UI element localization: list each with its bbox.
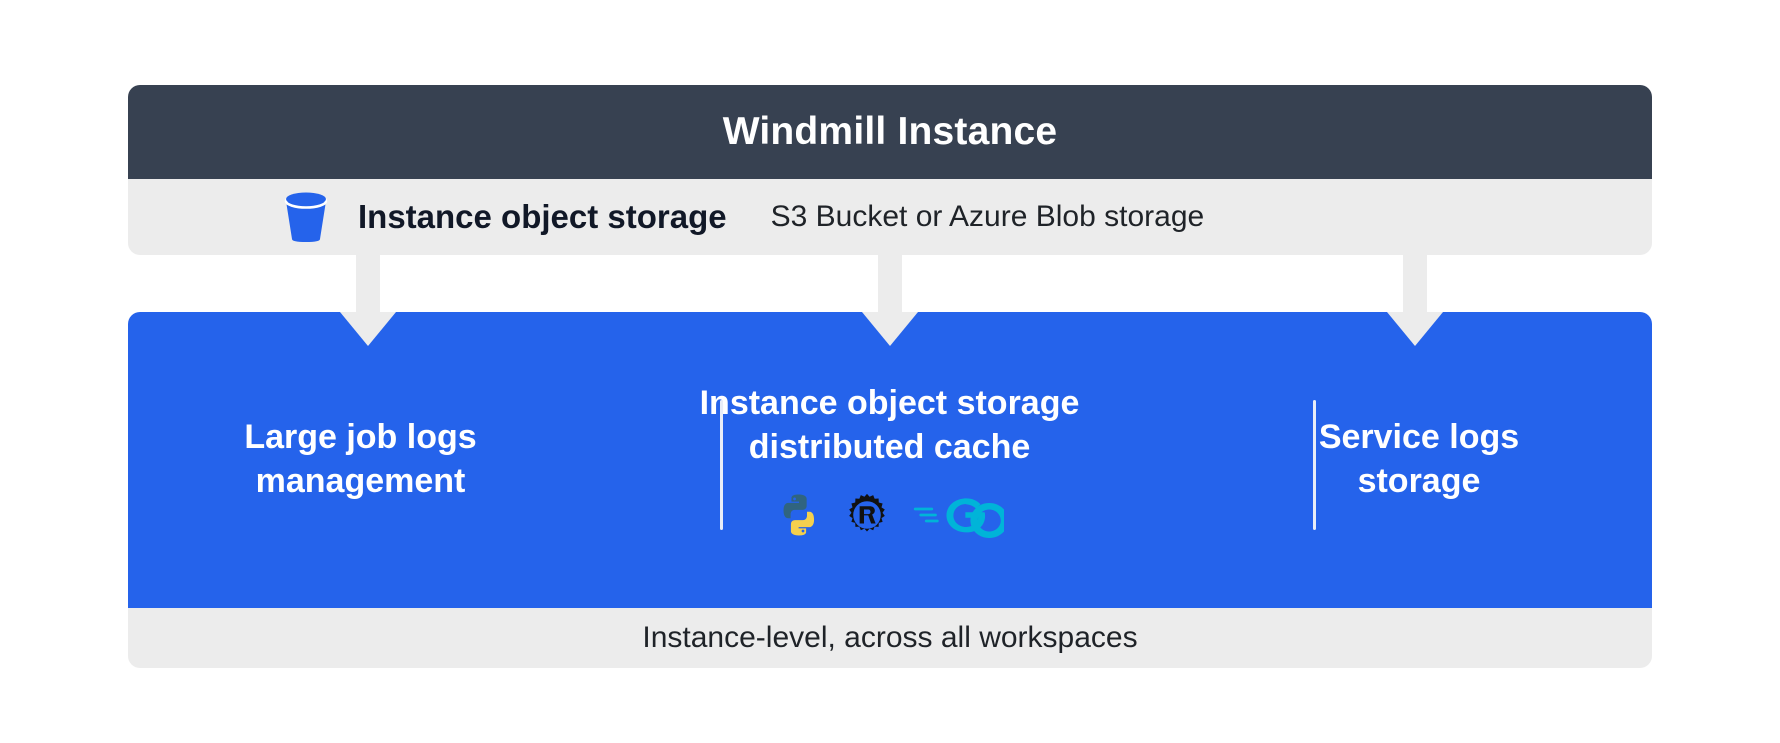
column-divider-right (1313, 400, 1316, 530)
windmill-instance-header: Windmill Instance (128, 85, 1652, 179)
instance-header-stack: Windmill Instance Instance object storag… (128, 85, 1652, 255)
scope-caption-bar: Instance-level, across all workspaces (128, 608, 1652, 668)
arrow-shaft (878, 246, 902, 312)
feature-title: Large job logs management (244, 418, 477, 500)
arrow-head (1387, 312, 1443, 346)
feature-title: Instance object storage distributed cach… (699, 384, 1080, 466)
arrow-shaft (356, 246, 380, 312)
connector-arrow-left (340, 246, 396, 346)
instance-object-storage-label: Instance object storage (358, 198, 727, 235)
arrow-head (340, 312, 396, 346)
connector-arrow-middle (862, 246, 918, 346)
connector-arrow-right (1387, 246, 1443, 346)
language-logo-row (776, 492, 1004, 538)
page-title: Windmill Instance (722, 110, 1058, 153)
feature-service-logs-storage: Service logs storage (1186, 312, 1652, 608)
rust-logo (848, 493, 885, 532)
column-divider-left (720, 400, 723, 530)
instance-object-storage-row: Instance object storage S3 Bucket or Azu… (128, 179, 1652, 255)
feature-instance-object-storage-distributed-cache: Instance object storage distributed cach… (593, 312, 1186, 608)
scope-caption-text: Instance-level, across all workspaces (642, 621, 1138, 654)
arrow-shaft (1403, 246, 1427, 312)
feature-title: Service logs storage (1318, 418, 1520, 500)
bucket-icon (284, 192, 328, 242)
python-logo (783, 494, 814, 536)
instance-object-storage-sublabel: S3 Bucket or Azure Blob storage (770, 200, 1205, 233)
features-panel: Large job logs management Instance objec… (128, 312, 1652, 608)
go-logo (913, 497, 1004, 538)
feature-large-job-logs-management: Large job logs management (128, 312, 593, 608)
arrow-head (862, 312, 918, 346)
